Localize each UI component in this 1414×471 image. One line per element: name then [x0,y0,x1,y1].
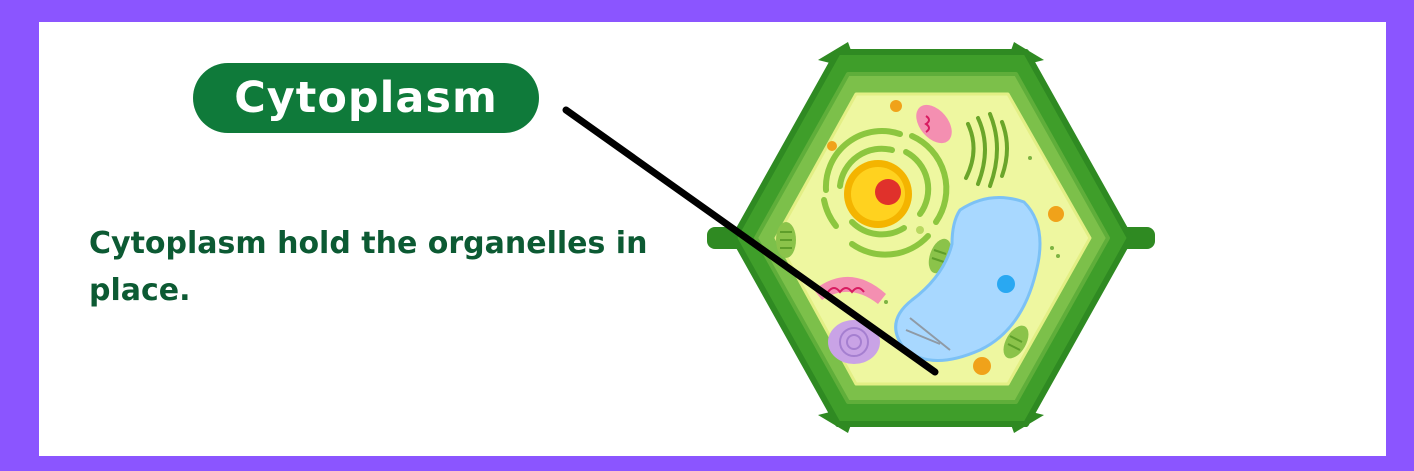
mitochondrion-top-cristae [924,115,930,133]
granule [890,100,902,112]
granule [1048,206,1064,222]
title-badge: Cytoplasm [193,63,539,133]
chloroplast-3 [1003,325,1029,359]
vesicle [828,320,880,364]
vesicle-ring-outer [839,327,869,357]
vesicle-ring-inner [846,334,862,350]
mitochondrion-top [916,104,952,144]
granule [916,226,924,234]
leader-line [562,106,939,376]
central-vacuole [894,196,1042,362]
dot [1028,156,1032,160]
granule [827,141,837,151]
endoplasmic-reticulum [821,128,950,258]
vacuole-fibers [905,317,951,351]
dot [884,300,888,304]
vacuole-spot [997,275,1015,293]
dot [1050,246,1054,250]
nucleolus [875,179,901,205]
granule [973,357,991,375]
description-text: Cytoplasm hold the organelles in place. [89,226,648,308]
dot [1056,254,1060,258]
title-label: Cytoplasm [234,72,498,123]
chloroplast-thylakoids [780,231,1023,351]
mitochondrion-left-cristae [827,287,865,294]
golgi-apparatus [964,112,1009,188]
